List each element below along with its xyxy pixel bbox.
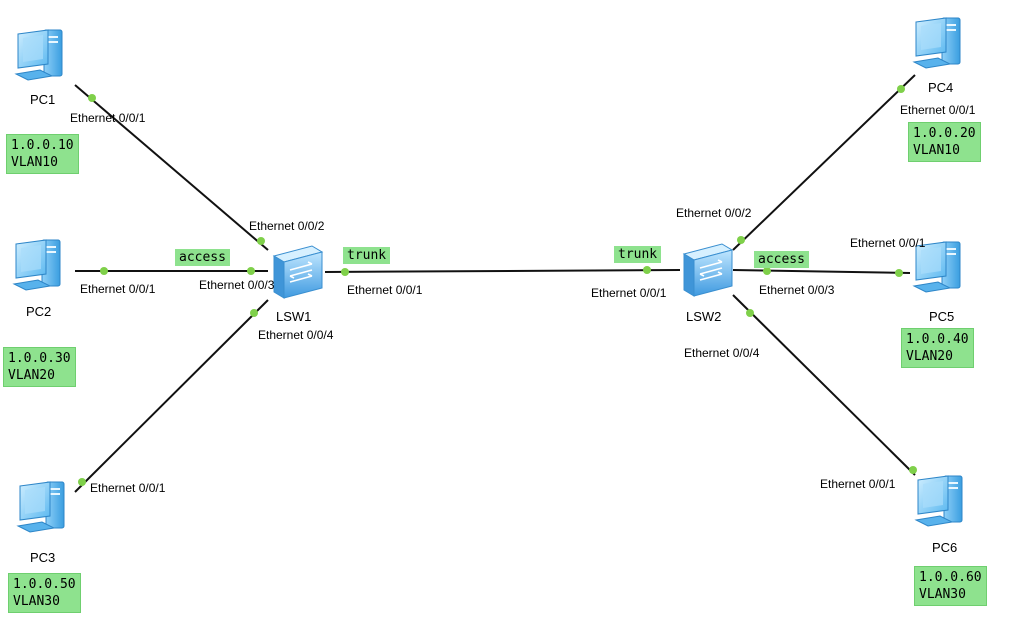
pc6-ip: 1.0.0.60 xyxy=(919,570,982,585)
computer-icon[interactable] xyxy=(15,29,63,81)
switch-icon[interactable] xyxy=(273,245,323,299)
port-label-lsw1-e4: Ethernet 0/0/4 xyxy=(258,328,334,342)
pc1-name: PC1 xyxy=(30,92,55,107)
port-dot-lsw1-e3 xyxy=(247,267,255,275)
port-label-lsw2-e4: Ethernet 0/0/4 xyxy=(684,346,760,360)
lsw2-name: LSW2 xyxy=(686,309,721,324)
pc6-name: PC6 xyxy=(932,540,957,555)
pc4-name: PC4 xyxy=(928,80,953,95)
link-pc1-lsw1[interactable] xyxy=(74,84,269,251)
port-dot-lsw1-e1 xyxy=(341,268,349,276)
pc3-name: PC3 xyxy=(30,550,55,565)
pc2-ip: 1.0.0.30 xyxy=(8,351,71,366)
port-label-lsw2-e2: Ethernet 0/0/2 xyxy=(676,206,752,220)
port-label-pc5: Ethernet 0/0/1 xyxy=(850,236,926,250)
port-label-lsw2-e1: Ethernet 0/0/1 xyxy=(591,286,667,300)
port-dot-lsw2-e2 xyxy=(737,236,745,244)
pc5-address-note: 1.0.0.40 VLAN20 xyxy=(901,328,974,368)
link-pc3-lsw1[interactable] xyxy=(74,299,269,493)
link-lsw2-pc4[interactable] xyxy=(732,74,916,251)
pc2-name: PC2 xyxy=(26,304,51,319)
port-dot-pc3 xyxy=(78,478,86,486)
computer-icon[interactable] xyxy=(17,481,65,533)
pc4-vlan: VLAN10 xyxy=(913,143,960,158)
pc2-vlan: VLAN20 xyxy=(8,368,55,383)
pc3-address-note: 1.0.0.50 VLAN30 xyxy=(8,573,81,613)
port-label-lsw1-e3: Ethernet 0/0/3 xyxy=(199,278,275,292)
port-label-lsw1-e2: Ethernet 0/0/2 xyxy=(249,219,325,233)
computer-icon[interactable] xyxy=(913,17,961,69)
port-dot-lsw2-e4 xyxy=(746,309,754,317)
port-dot-lsw1-e2 xyxy=(257,237,265,245)
pc6-vlan: VLAN30 xyxy=(919,587,966,602)
link-lsw2-pc6[interactable] xyxy=(732,294,916,476)
port-dot-pc6 xyxy=(909,466,917,474)
link-lsw1-lsw2[interactable] xyxy=(324,269,681,273)
port-dot-pc5 xyxy=(895,269,903,277)
pc1-vlan: VLAN10 xyxy=(11,155,58,170)
switch-icon[interactable] xyxy=(683,243,733,297)
link-lsw2-pc5[interactable] xyxy=(732,269,911,274)
pc4-ip: 1.0.0.20 xyxy=(913,126,976,141)
port-label-lsw2-e3: Ethernet 0/0/3 xyxy=(759,283,835,297)
computer-icon[interactable] xyxy=(13,239,61,291)
pc1-ip: 1.0.0.10 xyxy=(11,138,74,153)
pc3-ip: 1.0.0.50 xyxy=(13,577,76,592)
port-label-pc6: Ethernet 0/0/1 xyxy=(820,477,896,491)
port-label-pc1: Ethernet 0/0/1 xyxy=(70,111,146,125)
links xyxy=(74,74,916,493)
pc5-name: PC5 xyxy=(929,309,954,324)
link-mode-access-lsw2: access xyxy=(754,251,809,268)
port-dot-lsw1-e4 xyxy=(250,309,258,317)
port-dot-lsw2-e1 xyxy=(643,266,651,274)
pc2-address-note: 1.0.0.30 VLAN20 xyxy=(3,347,76,387)
pc1-address-note: 1.0.0.10 VLAN10 xyxy=(6,134,79,174)
port-label-lsw1-e1: Ethernet 0/0/1 xyxy=(347,283,423,297)
port-dot-pc4 xyxy=(897,85,905,93)
pc5-ip: 1.0.0.40 xyxy=(906,332,969,347)
link-mode-access-lsw1: access xyxy=(175,249,230,266)
port-dot-pc2 xyxy=(100,267,108,275)
port-dot-lsw2-e3 xyxy=(763,267,771,275)
pc6-address-note: 1.0.0.60 VLAN30 xyxy=(914,566,987,606)
port-dot-pc1 xyxy=(88,94,96,102)
pc4-address-note: 1.0.0.20 VLAN10 xyxy=(908,122,981,162)
link-mode-trunk-lsw2: trunk xyxy=(614,246,662,263)
pc5-vlan: VLAN20 xyxy=(906,349,953,364)
port-dots xyxy=(78,85,917,486)
link-mode-trunk-lsw1: trunk xyxy=(343,247,391,264)
pc3-vlan: VLAN30 xyxy=(13,594,60,609)
port-label-pc4: Ethernet 0/0/1 xyxy=(900,103,976,117)
lsw1-name: LSW1 xyxy=(276,309,311,324)
port-label-pc2: Ethernet 0/0/1 xyxy=(80,282,156,296)
port-label-pc3: Ethernet 0/0/1 xyxy=(90,481,166,495)
computer-icon[interactable] xyxy=(915,475,963,527)
